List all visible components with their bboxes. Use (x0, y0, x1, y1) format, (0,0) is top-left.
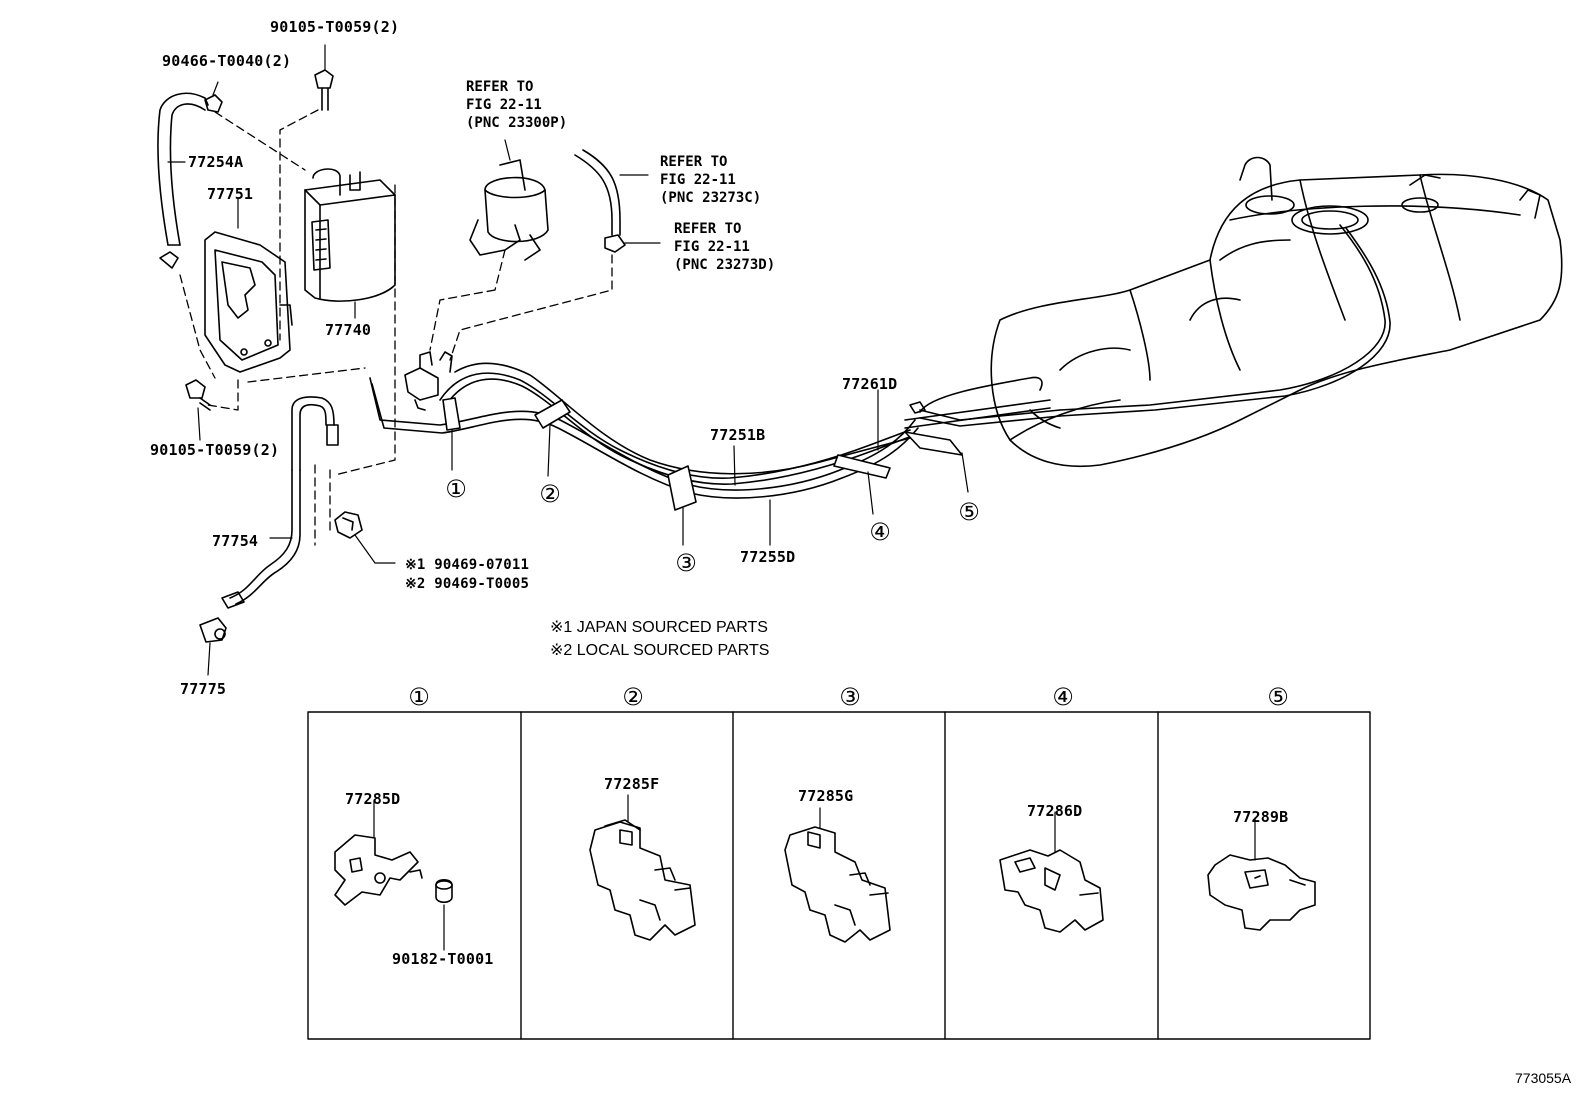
hose-77754 (221, 396, 339, 609)
panel-2-number: ② (622, 683, 644, 711)
panel-4-number: ④ (1052, 683, 1074, 711)
part-label-77775: 77775 (180, 680, 227, 698)
refer-to-block-23300P: REFER TO FIG 22-11 (PNC 23300P) (466, 78, 567, 132)
panel-4-part-label: 77286D (1027, 802, 1083, 820)
clip-90469 (334, 511, 396, 564)
panel-1-extra-label: 90182-T0001 (392, 950, 494, 968)
part-label-90105-bottom: 90105-T0059(2) (150, 441, 280, 459)
refer-to-block-23273C: REFER TO FIG 22-11 (PNC 23273C) (660, 153, 761, 207)
panel-3-part-label: 77285G (798, 787, 854, 805)
fuel-tank (990, 156, 1563, 468)
ref2-line2: FIG 22-11 (660, 172, 736, 188)
ref3-line2: FIG 22-11 (674, 239, 750, 255)
panel-3-number: ③ (839, 683, 861, 711)
clamp-77285G (784, 807, 891, 943)
note-local-sourced: ※2 LOCAL SOURCED PARTS (550, 642, 770, 659)
panel-1-part-label: 77285D (345, 790, 401, 808)
ref2-line1: REFER TO (660, 154, 728, 170)
part-label-90466: 90466-T0040(2) (162, 52, 292, 70)
clip-alt-local: ※2 90469-T0005 (405, 576, 530, 592)
part-label-77254A: 77254A (188, 153, 244, 171)
panel-1-number: ① (408, 683, 430, 711)
part-label-77255D: 77255D (740, 548, 796, 566)
detail-panels-frame (307, 711, 1371, 1040)
part-label-77251B: 77251B (710, 426, 766, 444)
vsv-part (469, 139, 549, 291)
panel-5-number: ⑤ (1267, 683, 1289, 711)
ref1-line3: (PNC 23300P) (466, 115, 568, 131)
ref1-line2: FIG 22-11 (466, 97, 542, 113)
callout-5: ⑤ (958, 498, 980, 526)
ref1-line1: REFER TO (466, 79, 534, 95)
panel-5-part-label: 77289B (1233, 808, 1289, 826)
ref3-line1: REFER TO (674, 221, 742, 237)
clamp-77285F (589, 794, 696, 941)
part-label-77740: 77740 (325, 321, 372, 339)
clip-90466 (204, 81, 223, 113)
connector-left-junction (404, 351, 453, 411)
part-label-77754: 77754 (212, 532, 259, 550)
callout-leaders (451, 389, 969, 546)
part-label-77751: 77751 (207, 185, 254, 203)
callout-2: ② (539, 480, 561, 508)
bolt-90105-top (314, 44, 334, 111)
clip-23273d (604, 234, 661, 253)
hose-77254A (157, 92, 209, 269)
callout-3: ③ (675, 549, 697, 577)
canister-77740 (304, 168, 396, 319)
panel-2-part-label: 77285F (604, 775, 660, 793)
clamp-77289B (1207, 817, 1316, 931)
clip-alt-japan: ※1 90469-07011 (405, 557, 530, 573)
connector-77775 (199, 617, 227, 676)
bracket-77751 (204, 197, 293, 373)
callout-4: ④ (869, 518, 891, 546)
hose-23273c (574, 149, 649, 236)
tank-lines (919, 224, 1391, 429)
figure-id: 773055A (1515, 1070, 1572, 1086)
part-label-77261D: 77261D (842, 375, 898, 393)
clamp-77286D (999, 811, 1104, 933)
bolt-90105-bottom (185, 379, 211, 441)
part-label-90105-top: 90105-T0059(2) (270, 18, 400, 36)
bundle-clamps (442, 397, 963, 511)
dashed-leaders-center (429, 254, 613, 361)
note-japan-sourced: ※1 JAPAN SOURCED PARTS (550, 619, 768, 636)
callout-1: ① (445, 475, 467, 503)
clamp-77285D (334, 799, 453, 951)
refer-to-block-23273D: REFER TO FIG 22-11 (PNC 23273D) (674, 220, 775, 274)
ref3-line3: (PNC 23273D) (674, 257, 776, 273)
ref2-line3: (PNC 23273C) (660, 190, 762, 206)
dashed-leaders-top-left (179, 109, 396, 546)
